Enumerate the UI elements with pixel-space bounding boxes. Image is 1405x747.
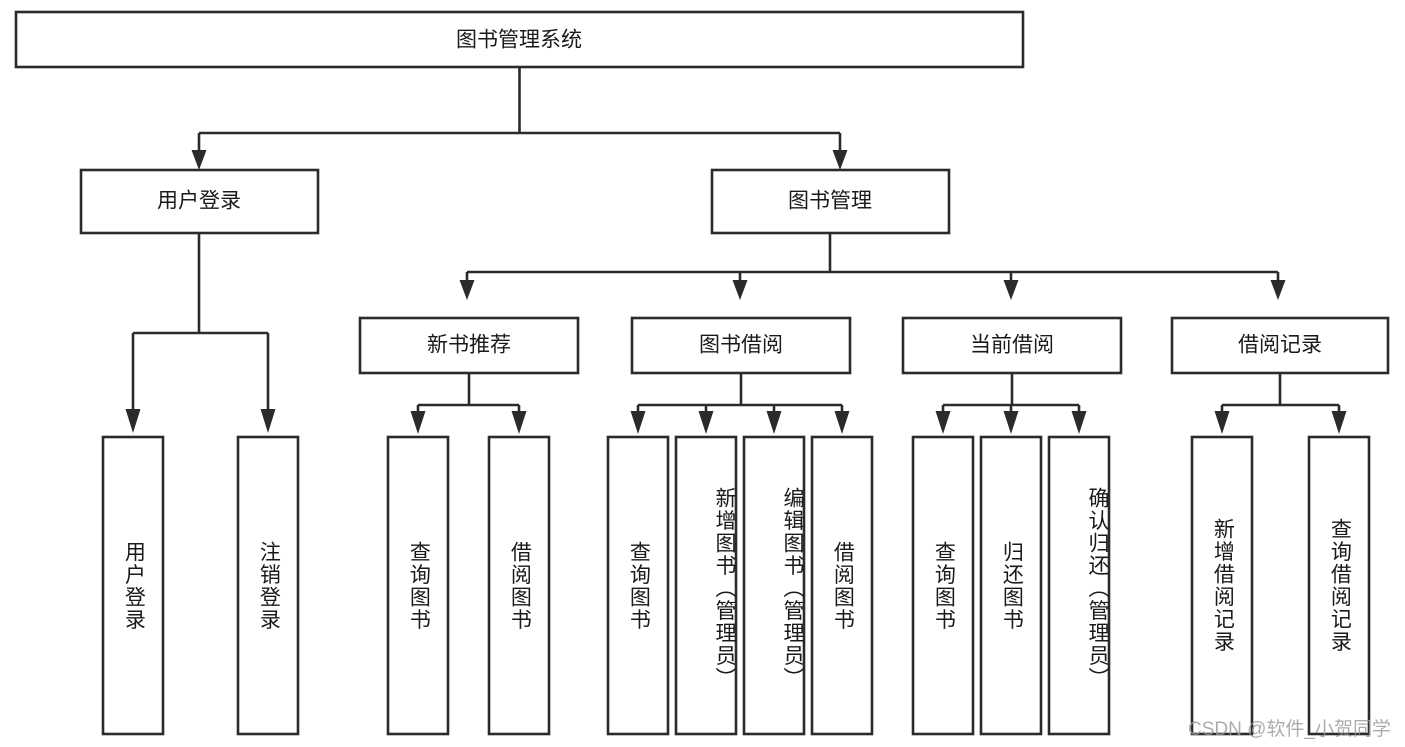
node-user-login[interactable] [79, 168, 320, 235]
leaf-box-current-borrow-0[interactable] [911, 435, 975, 736]
node-borrow-record[interactable] [1170, 316, 1390, 375]
node-root-label: 图书管理系统 [456, 29, 582, 52]
leaf-box-book-borrow-3[interactable] [810, 435, 874, 736]
connector-current-borrow-to-leaves [935, 373, 1087, 434]
leaf-box-borrow-record-0[interactable] [1190, 435, 1254, 736]
node-book-borrow-label: 图书借阅 [699, 334, 783, 357]
connector-user-login-to-leaves [125, 233, 276, 433]
leaf-box-current-borrow-2[interactable] [1047, 435, 1111, 736]
connector-root-to-level2 [197, 67, 842, 153]
node-book-borrow[interactable] [630, 316, 852, 375]
connector-book-borrow-to-leaves [630, 373, 850, 434]
node-current-borrow-label: 当前借阅 [970, 334, 1054, 357]
leaf-box-book-borrow-1[interactable] [674, 435, 738, 736]
arrowheads-level3 [459, 280, 1286, 300]
arrowhead-to-book-management [832, 150, 848, 170]
connector-book-management-to-level3 [465, 233, 1280, 281]
node-book-management-label: 图书管理 [788, 190, 872, 213]
connector-new-book-recommend-to-leaves [410, 373, 527, 434]
leaf-box-user-login-0[interactable] [101, 435, 165, 736]
node-new-book-recommend-label: 新书推荐 [427, 334, 511, 357]
leaf-box-book-borrow-2[interactable] [742, 435, 806, 736]
arrowhead-to-user-login [191, 150, 207, 170]
leaf-box-new-book-1[interactable] [487, 435, 551, 736]
leaf-box-current-borrow-1[interactable] [979, 435, 1043, 736]
leaf-box-user-login-1[interactable] [236, 435, 300, 736]
node-user-login-label: 用户登录 [157, 190, 241, 213]
connector-borrow-record-to-leaves [1214, 373, 1347, 434]
leaf-box-book-borrow-0[interactable] [606, 435, 670, 736]
node-borrow-record-label: 借阅记录 [1238, 334, 1322, 357]
node-new-book-recommend[interactable] [358, 316, 580, 375]
leaf-box-new-book-0[interactable] [386, 435, 450, 736]
node-book-management[interactable] [710, 168, 951, 235]
leaf-box-borrow-record-1[interactable] [1307, 435, 1371, 736]
node-current-borrow[interactable] [901, 316, 1123, 375]
csdn-watermark: CSDN @软件_小贺同学 [1188, 719, 1391, 740]
node-root[interactable] [14, 10, 1025, 69]
